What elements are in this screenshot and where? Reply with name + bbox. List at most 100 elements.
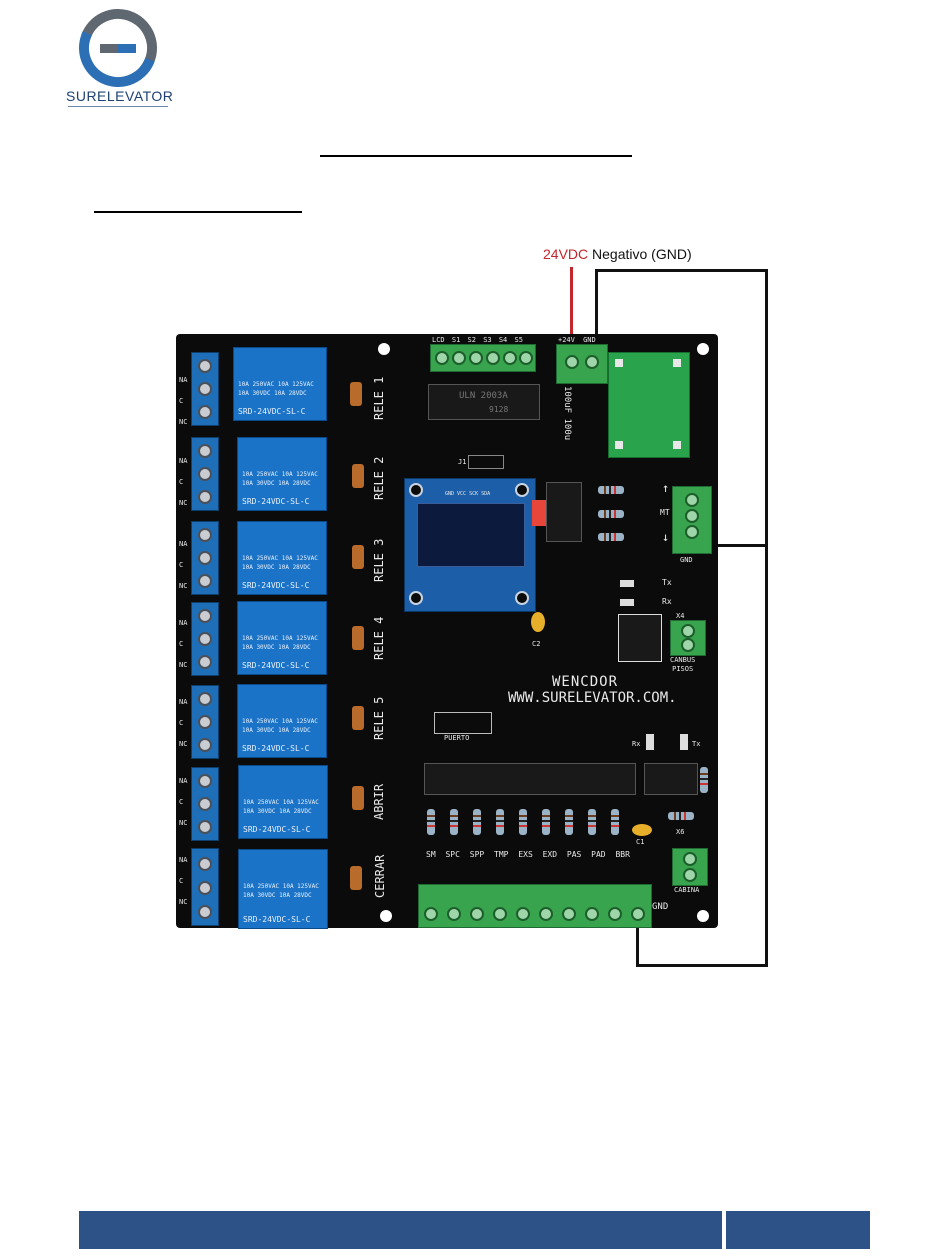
relay-terminal-block (191, 767, 219, 841)
relay-diode (352, 786, 364, 810)
rx-label: Rx (662, 597, 672, 606)
oled-screen (417, 503, 525, 567)
resistor (668, 812, 694, 820)
gnd-wire-right (765, 269, 768, 967)
relay-diode (352, 464, 364, 488)
resistor (598, 486, 624, 494)
tx-label: Tx (662, 578, 672, 587)
relay-label: RELE 4 (372, 616, 386, 660)
cabina-label: CABINA (674, 886, 700, 894)
resistor (598, 510, 624, 518)
resistor (496, 809, 504, 835)
cabina-terminal-block (672, 848, 708, 886)
relay-label: CERRAR (373, 854, 387, 898)
company-logo: SURELEVATOR (66, 8, 174, 110)
capacitor-label: 100uF 100u (562, 386, 572, 441)
puerto-label: PUERTO (444, 734, 470, 742)
resistor (519, 809, 527, 835)
puerto-header (434, 712, 492, 734)
power-terminal-block (556, 344, 608, 384)
relay-diode (350, 382, 362, 406)
can-transceiver-ic (618, 614, 662, 662)
gnd-wire-mid (718, 544, 766, 547)
arrow-up: ↑ (662, 481, 670, 495)
oled-display-module: GND VCC SCK SDA (404, 478, 536, 612)
optocoupler-row (424, 763, 636, 795)
relay-label: RELE 1 (372, 376, 386, 420)
relay-diode (352, 545, 364, 569)
tx-led-2 (680, 734, 688, 750)
relay-label: RELE 3 (372, 538, 386, 582)
rx-led-2 (646, 734, 654, 750)
uln-driver-ic: ULN 2003A 9128 (428, 384, 540, 420)
mt-label: MT (660, 508, 670, 517)
title-underline (320, 155, 632, 157)
x6-label: X6 (676, 828, 685, 836)
gnd-wire-drop (595, 269, 598, 337)
relay-label: RELE 5 (372, 696, 386, 740)
input-terminal-strip (418, 884, 652, 928)
canbus-terminal-block (670, 620, 706, 656)
tx-led (620, 580, 634, 587)
x4-label: X4 (676, 612, 685, 620)
label-negativo-gnd: Negativo (GND) (592, 246, 692, 262)
relay-terminal-block (191, 685, 219, 759)
power-terminal-labels: +24V GND (558, 336, 596, 344)
relay-terminal-block (191, 602, 219, 676)
optocoupler (546, 482, 582, 542)
resistor (700, 767, 708, 793)
logo-underline (68, 106, 168, 107)
resistor (588, 809, 596, 835)
label-24vdc: 24VDC (543, 246, 589, 262)
relay-diode (352, 626, 364, 650)
relay-terminal-block (191, 437, 219, 511)
relay-diode (352, 706, 364, 730)
resistor (450, 809, 458, 835)
mount-hole (697, 343, 709, 355)
relay-terminal-block (191, 352, 219, 426)
mount-hole (380, 910, 392, 922)
c2-label: C2 (532, 640, 541, 648)
dc-dc-module (608, 352, 690, 458)
relay-label: RELE 2 (372, 456, 386, 500)
red-24v-wire (570, 267, 573, 337)
gnd-wire-up (636, 925, 639, 967)
section-underline (94, 211, 302, 213)
relay-label: ABRIR (372, 783, 386, 820)
input-terminal-block (430, 344, 536, 372)
gnd-wire-bottom (636, 964, 768, 967)
logo-wordmark: SURELEVATOR (66, 88, 174, 104)
c1-label: C1 (636, 838, 645, 846)
resistor (598, 533, 624, 541)
mount-hole (378, 343, 390, 355)
tx-label-2: Tx (692, 740, 701, 748)
relay-diode (350, 866, 362, 890)
board-url: WWW.SURELEVATOR.COM. (508, 690, 677, 706)
optocoupler-right (644, 763, 698, 795)
relay-terminal-block (191, 848, 219, 926)
gnd-terminal-label: GND (680, 556, 693, 564)
capacitor-c2 (531, 612, 545, 632)
input-labels: SM SPC SPP TMP EXS EXD PAS PAD BBR (426, 850, 630, 859)
resistor (565, 809, 573, 835)
board-brand: WENCDOR (552, 674, 619, 690)
resistor (611, 809, 619, 835)
input-header-labels: LCD S1 S2 S3 S4 S5 (432, 336, 523, 344)
footer-page-box (726, 1211, 870, 1249)
resistor (542, 809, 550, 835)
wiring-label: 24VDC Negativo (GND) (543, 246, 692, 262)
footer-bar (79, 1211, 722, 1249)
arrow-down: ↓ (662, 530, 670, 544)
rx-label-2: Rx (632, 740, 641, 748)
gnd-wire-top (595, 269, 768, 272)
